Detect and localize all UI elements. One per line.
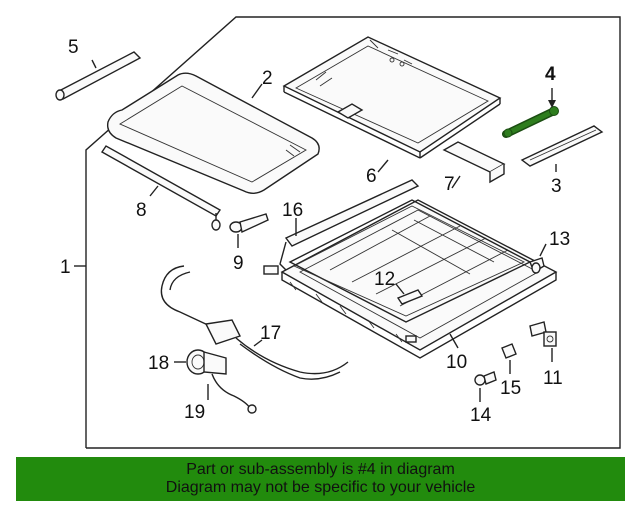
part-7-bracket <box>442 141 506 189</box>
callout-4: 4 <box>545 64 556 85</box>
part-10-frame-assembly <box>263 199 558 359</box>
part-2-glass-seal <box>106 72 320 194</box>
callout-5: 5 <box>68 37 79 58</box>
callout-17: 17 <box>260 323 281 344</box>
part-3-rail <box>520 125 604 172</box>
banner-line-2: Diagram may not be specific to your vehi… <box>165 479 476 496</box>
part-19-harness <box>207 373 257 414</box>
callout-9: 9 <box>233 253 244 274</box>
callout-2: 2 <box>262 68 273 89</box>
callout-1: 1 <box>60 257 71 278</box>
diagram-frame <box>85 16 621 449</box>
callout-15: 15 <box>500 378 521 399</box>
part-15-block <box>501 343 517 374</box>
callout-10: 10 <box>446 352 467 373</box>
callout-19: 19 <box>184 402 205 423</box>
callout-13: 13 <box>549 229 570 250</box>
banner-line-1: Part or sub-assembly is #4 in diagram <box>186 461 455 478</box>
callout-3: 3 <box>551 176 562 197</box>
callout-8: 8 <box>136 200 147 221</box>
part-13-clip <box>529 243 547 274</box>
part-5-strip <box>55 51 142 101</box>
callout-18: 18 <box>148 353 169 374</box>
callout-14: 14 <box>470 405 492 426</box>
callout-6: 6 <box>366 166 377 187</box>
part-18-motor <box>174 349 227 375</box>
part-9-fitting <box>229 213 269 248</box>
callout-12: 12 <box>374 269 395 290</box>
part-14-screw <box>474 371 497 402</box>
part-6-glass-panel <box>282 36 502 173</box>
part-11-latch <box>529 321 557 362</box>
callout-7: 7 <box>444 174 455 195</box>
callout-11: 11 <box>543 368 563 389</box>
callout-16: 16 <box>282 200 303 221</box>
part-16-frame-seal <box>279 179 420 277</box>
info-banner: Part or sub-assembly is #4 in diagram Di… <box>16 457 625 501</box>
part-4-highlighted <box>502 88 559 138</box>
part-17-cable <box>160 265 349 380</box>
part-8-strip <box>100 145 222 231</box>
